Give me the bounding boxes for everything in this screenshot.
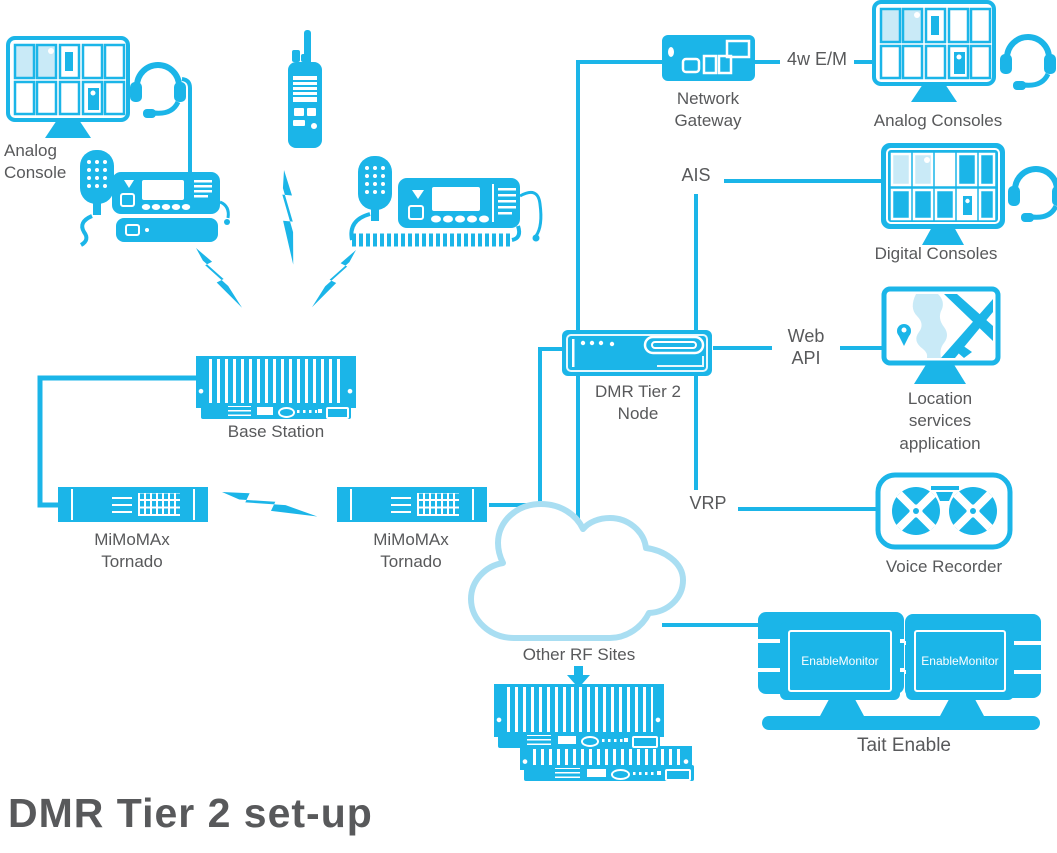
monitor-stand bbox=[940, 698, 984, 716]
link-label-4w-em: 4w E/M bbox=[780, 49, 854, 71]
analog-console-monitor-icon bbox=[8, 38, 128, 138]
base-station-icon bbox=[196, 356, 356, 408]
rf-site-rack-icon bbox=[494, 684, 664, 737]
desk-shelf bbox=[762, 716, 1040, 730]
mimomax-tornado-icon bbox=[58, 487, 208, 522]
monitor-stand bbox=[820, 698, 864, 716]
enable-monitor-screen: EnableMonitor bbox=[914, 630, 1006, 692]
mobile-radio-icon bbox=[349, 156, 543, 247]
tornado-grid-panel bbox=[417, 493, 459, 516]
digital-consoles-monitor-icon bbox=[881, 143, 1005, 245]
network-gateway-icon bbox=[662, 35, 755, 81]
location-monitor-icon bbox=[881, 286, 1001, 384]
tait-enable-label: Tait Enable bbox=[856, 735, 951, 756]
connector-node-to-gateway bbox=[576, 60, 663, 330]
digital-consoles-label: Digital Consoles bbox=[874, 244, 998, 263]
rf-site-rack-unit-icon bbox=[498, 732, 660, 748]
voice-recorder-icon bbox=[875, 472, 1013, 550]
location-app-label: Location services application bbox=[899, 389, 981, 453]
dmr-node-label: DMR Tier 2 Node bbox=[595, 382, 681, 424]
connector-tornado2-to-node bbox=[489, 347, 564, 507]
network-gateway-label: Network Gateway bbox=[674, 89, 742, 131]
enable-monitor-icon: EnableMonitor bbox=[780, 622, 900, 700]
tornado-grid-panel bbox=[138, 493, 180, 516]
lightning-bolt-icon bbox=[244, 170, 334, 265]
connector-basestation-to-tornado1 bbox=[37, 375, 196, 508]
lightning-bolt-icon bbox=[222, 455, 318, 554]
dmr-node-icon bbox=[562, 330, 712, 376]
mobile-radio-icon bbox=[79, 150, 230, 247]
lightning-bolt-icon bbox=[196, 248, 242, 308]
analog-console-label: Analog Console bbox=[4, 141, 67, 183]
tornado-dash-panel bbox=[391, 496, 411, 513]
tornado-label: MiMoMAx Tornado bbox=[94, 530, 170, 572]
analog-consoles-label: Analog Consoles bbox=[873, 111, 1003, 130]
other-rf-sites-label: Other RF Sites bbox=[522, 645, 636, 664]
diagram-title: DMR Tier 2 set-up bbox=[8, 790, 373, 836]
portable-radio-icon bbox=[288, 30, 322, 148]
rf-site-rack-unit-icon bbox=[524, 765, 694, 781]
mimomax-tornado-icon bbox=[337, 487, 487, 522]
headset-icon bbox=[130, 65, 186, 118]
analog-consoles-monitor-icon bbox=[874, 2, 994, 102]
headset-icon bbox=[1008, 169, 1057, 222]
lightning-bolt-icon bbox=[312, 250, 356, 308]
link-label-web-api: Web API bbox=[772, 326, 840, 370]
base-station-label: Base Station bbox=[227, 422, 325, 441]
enable-monitor-screen: EnableMonitor bbox=[788, 630, 892, 692]
link-label-ais: AIS bbox=[668, 165, 724, 187]
voice-recorder-label: Voice Recorder bbox=[885, 557, 1003, 576]
base-station-unit-icon bbox=[201, 403, 351, 419]
headset-icon bbox=[1000, 37, 1056, 90]
connector-console-to-radio bbox=[181, 77, 192, 176]
tornado-label: MiMoMAx Tornado bbox=[373, 530, 449, 572]
tornado-dash-panel bbox=[112, 496, 132, 513]
link-label-vrp: VRP bbox=[678, 493, 738, 515]
enable-monitor-icon: EnableMonitor bbox=[906, 622, 1014, 700]
cloud-icon bbox=[468, 501, 686, 641]
down-arrow-icon bbox=[567, 666, 590, 688]
